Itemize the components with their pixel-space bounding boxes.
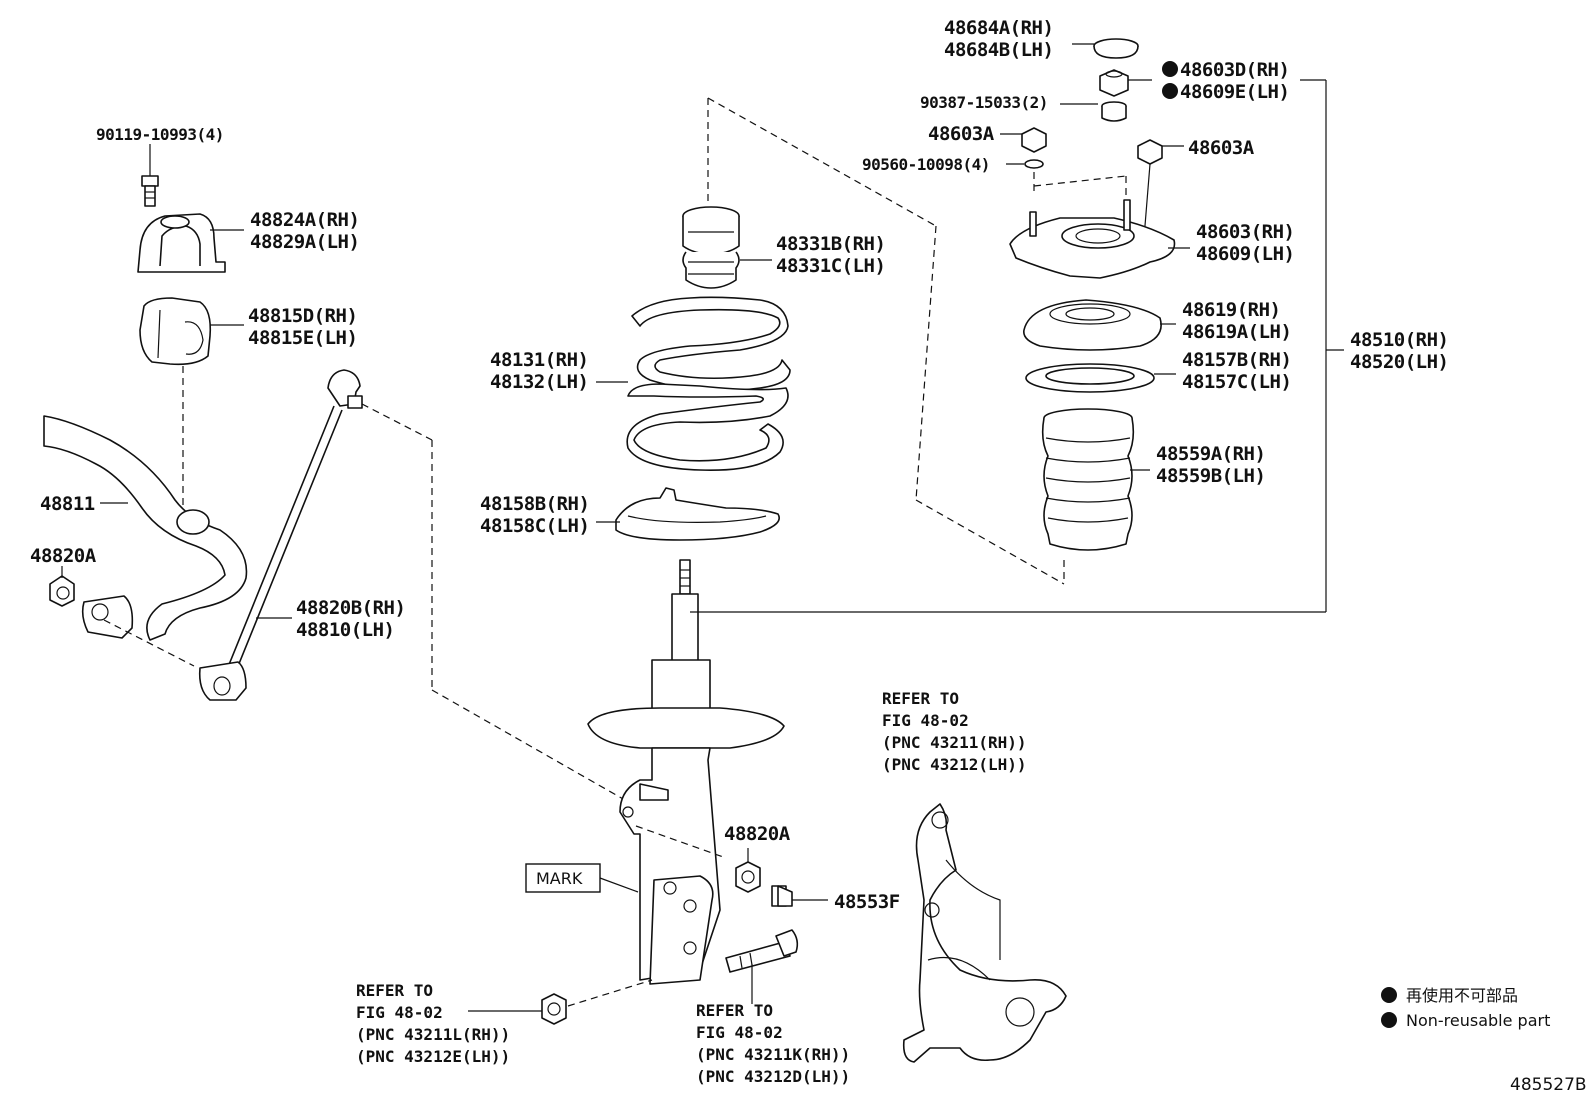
label-boot-lh: 48559B(LH) [1156,465,1265,487]
label-bearing-rh: 48619(RH) [1182,299,1280,321]
label-support-rh: 48603(RH) [1196,221,1294,243]
label-bracket-rh: 48824A(RH) [250,209,359,231]
label-bushing-rh: 48815D(RH) [248,305,357,327]
label-boot-rh: 48559A(RH) [1156,443,1265,465]
stabilizer-bracket-icon [137,213,226,273]
refer-knuckle-line-3: (PNC 43211(RH)) [882,733,1027,752]
steering-knuckle-icon [902,803,1067,1063]
refer-nut-line-4: (PNC 43212E(LH)) [356,1047,510,1066]
refer-bolt-line-4: (PNC 43212D(LH)) [696,1067,850,1086]
bolt-48553f-icon [771,885,828,907]
upper-seat-icon [1025,363,1176,393]
legend-text-en: Non-reusable part [1406,1011,1550,1030]
label-coil-spring-rh: 48131(RH) [490,349,588,371]
label-lower-insulator-rh: 48158B(RH) [480,493,589,515]
nut-48603a-right-icon [1137,139,1184,239]
refer-nut-line-3: (PNC 43211L(RH)) [356,1025,510,1044]
label-cap-lh: 48684B(LH) [944,39,1053,61]
collar-90387-icon [1060,101,1127,122]
nut-48820a-mid-icon [735,848,761,893]
label-bracket-lh: 48829A(LH) [250,231,359,253]
bearing-icon [1023,299,1176,351]
label-mark: MARK [536,869,583,888]
refer-bolt-line-3: (PNC 43211K(RH)) [696,1045,850,1064]
bound-stopper-icon [682,206,740,289]
label-bound-stopper-rh: 48331B(RH) [776,233,885,255]
refer-bolt-block: REFER TO FIG 48-02 (PNC 43211K(RH)) (PNC… [696,1001,850,1086]
stabilizer-bar-icon [43,415,248,641]
refer-knuckle-line-1: REFER TO [882,689,959,708]
long-bolt-icon [725,929,799,1004]
nonreusable-dot-rh [1162,61,1178,77]
label-nut-48603a-left: 48603A [928,123,995,145]
label-stabilizer-bar: 48811 [40,493,95,515]
label-upper-seat-rh: 48157B(RH) [1182,349,1291,371]
cap-icon [1072,38,1139,59]
nut-48603a-left-icon [1000,127,1047,169]
stabilizer-bushing-icon [139,297,212,366]
label-absorber-rh: 48510(RH) [1350,329,1448,351]
legend-dot-jp [1381,987,1397,1003]
refer-nut-block: REFER TO FIG 48-02 (PNC 43211L(RH)) (PNC… [356,981,510,1066]
nut-48603d-icon [1099,69,1152,97]
mark-box [525,863,639,893]
shock-absorber-icon [587,559,785,985]
label-link-rh: 48820B(RH) [296,597,405,619]
nonreusable-dot-lh [1162,83,1178,99]
label-washer-90560: 90560-10098(4) [862,155,990,174]
stabilizer-link-icon [198,369,363,701]
coil-spring-icon [626,296,791,471]
refer-nut-line-1: REFER TO [356,981,433,1000]
lower-nut-icon [468,979,653,1025]
label-link-lh: 48810(LH) [296,619,394,641]
label-bearing-lh: 48619A(LH) [1182,321,1291,343]
figure-id: 485527B [1510,1075,1587,1095]
label-nut-48820a-left: 48820A [30,545,97,567]
label-nut-48609e-lh: 48609E(LH) [1180,81,1289,103]
refer-nut-line-2: FIG 48-02 [356,1003,443,1022]
label-absorber-lh: 48520(LH) [1350,351,1448,373]
label-bolt-48553f: 48553F [834,891,900,913]
label-upper-seat-lh: 48157C(LH) [1182,371,1291,393]
stabilizer-bar-end-icon [81,595,134,639]
label-nut-48603d-rh: 48603D(RH) [1180,59,1289,81]
label-bushing-lh: 48815E(LH) [248,327,357,349]
refer-bolt-line-2: FIG 48-02 [696,1023,783,1042]
refer-knuckle-line-4: (PNC 43212(LH)) [882,755,1027,774]
bolt-90119-icon [141,144,159,207]
refer-bolt-line-1: REFER TO [696,1001,773,1020]
refer-knuckle-block: REFER TO FIG 48-02 (PNC 43211(RH)) (PNC … [882,689,1027,774]
lower-insulator-icon [615,487,780,541]
nut-48820a-left-icon [49,575,75,607]
label-collar-90387: 90387-15033(2) [920,93,1048,112]
label-nut-48603a-right: 48603A [1188,137,1255,159]
boot-icon [1041,408,1150,551]
label-bound-stopper-lh: 48331C(LH) [776,255,885,277]
label-cap-rh: 48684A(RH) [944,17,1053,39]
label-coil-spring-lh: 48132(LH) [490,371,588,393]
label-support-lh: 48609(LH) [1196,243,1294,265]
legend-dot-en [1381,1012,1397,1028]
label-nut-48820a-mid: 48820A [724,823,791,845]
refer-knuckle-line-2: FIG 48-02 [882,711,969,730]
legend-text-jp: 再使用不可部品 [1406,986,1518,1005]
strut-support-icon [1009,199,1190,279]
label-bolt-90119: 90119-10993(4) [96,125,224,144]
label-lower-insulator-lh: 48158C(LH) [480,515,589,537]
